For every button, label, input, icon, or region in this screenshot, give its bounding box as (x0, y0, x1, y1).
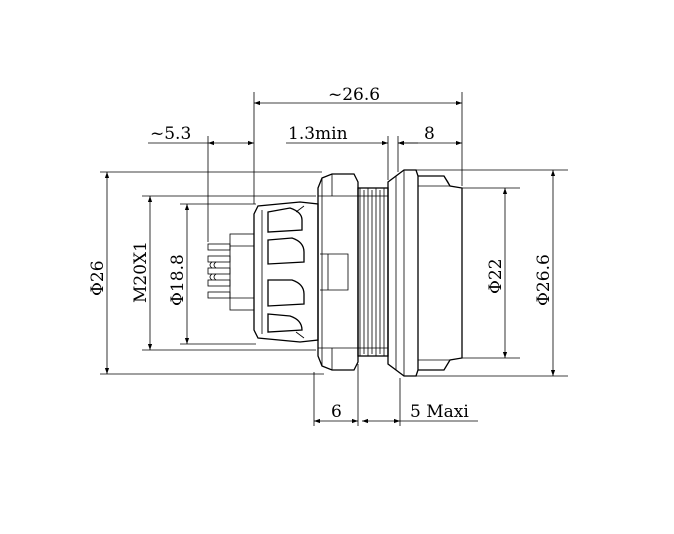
dim-overall-length: ~26.6 (254, 85, 462, 106)
dim-face-diameter: Φ22 (486, 188, 508, 358)
dim-pin-length: ~5.3 (148, 124, 254, 146)
dim-thread-length: 6 (314, 402, 358, 424)
extension-lines (100, 92, 568, 426)
dim-flange-diameter: Φ26.6 (534, 170, 556, 376)
flange (387, 169, 419, 377)
pin-length-label: ~5.3 (150, 124, 191, 144)
flange-diameter-label: Φ26.6 (534, 254, 554, 306)
front-length-label: 8 (424, 124, 435, 144)
thread-length-label: 6 (331, 402, 342, 422)
face-diameter-label: Φ22 (486, 258, 506, 294)
front-housing (418, 175, 463, 371)
thread-label: M20X1 (131, 241, 151, 303)
panel-max-label: 5 Maxi (410, 402, 469, 422)
panel-min-label: 1.3min (288, 124, 348, 144)
body-ring (317, 173, 359, 371)
dim-body-diameter: Φ26 (88, 172, 110, 374)
dim-front-length: 8 (398, 124, 462, 146)
thread-section (357, 187, 389, 357)
body-diameter-label: Φ26 (88, 260, 108, 296)
connector-body (207, 169, 463, 377)
rear-pins (207, 233, 255, 311)
overall-length-label: ~26.6 (328, 85, 380, 105)
dim-pin-circle: Φ18.8 (168, 204, 190, 344)
rear-insulator (253, 201, 319, 343)
pin-circle-label: Φ18.8 (168, 254, 188, 306)
dim-panel-max: 5 Maxi (362, 402, 478, 424)
dim-thread: M20X1 (131, 196, 153, 350)
